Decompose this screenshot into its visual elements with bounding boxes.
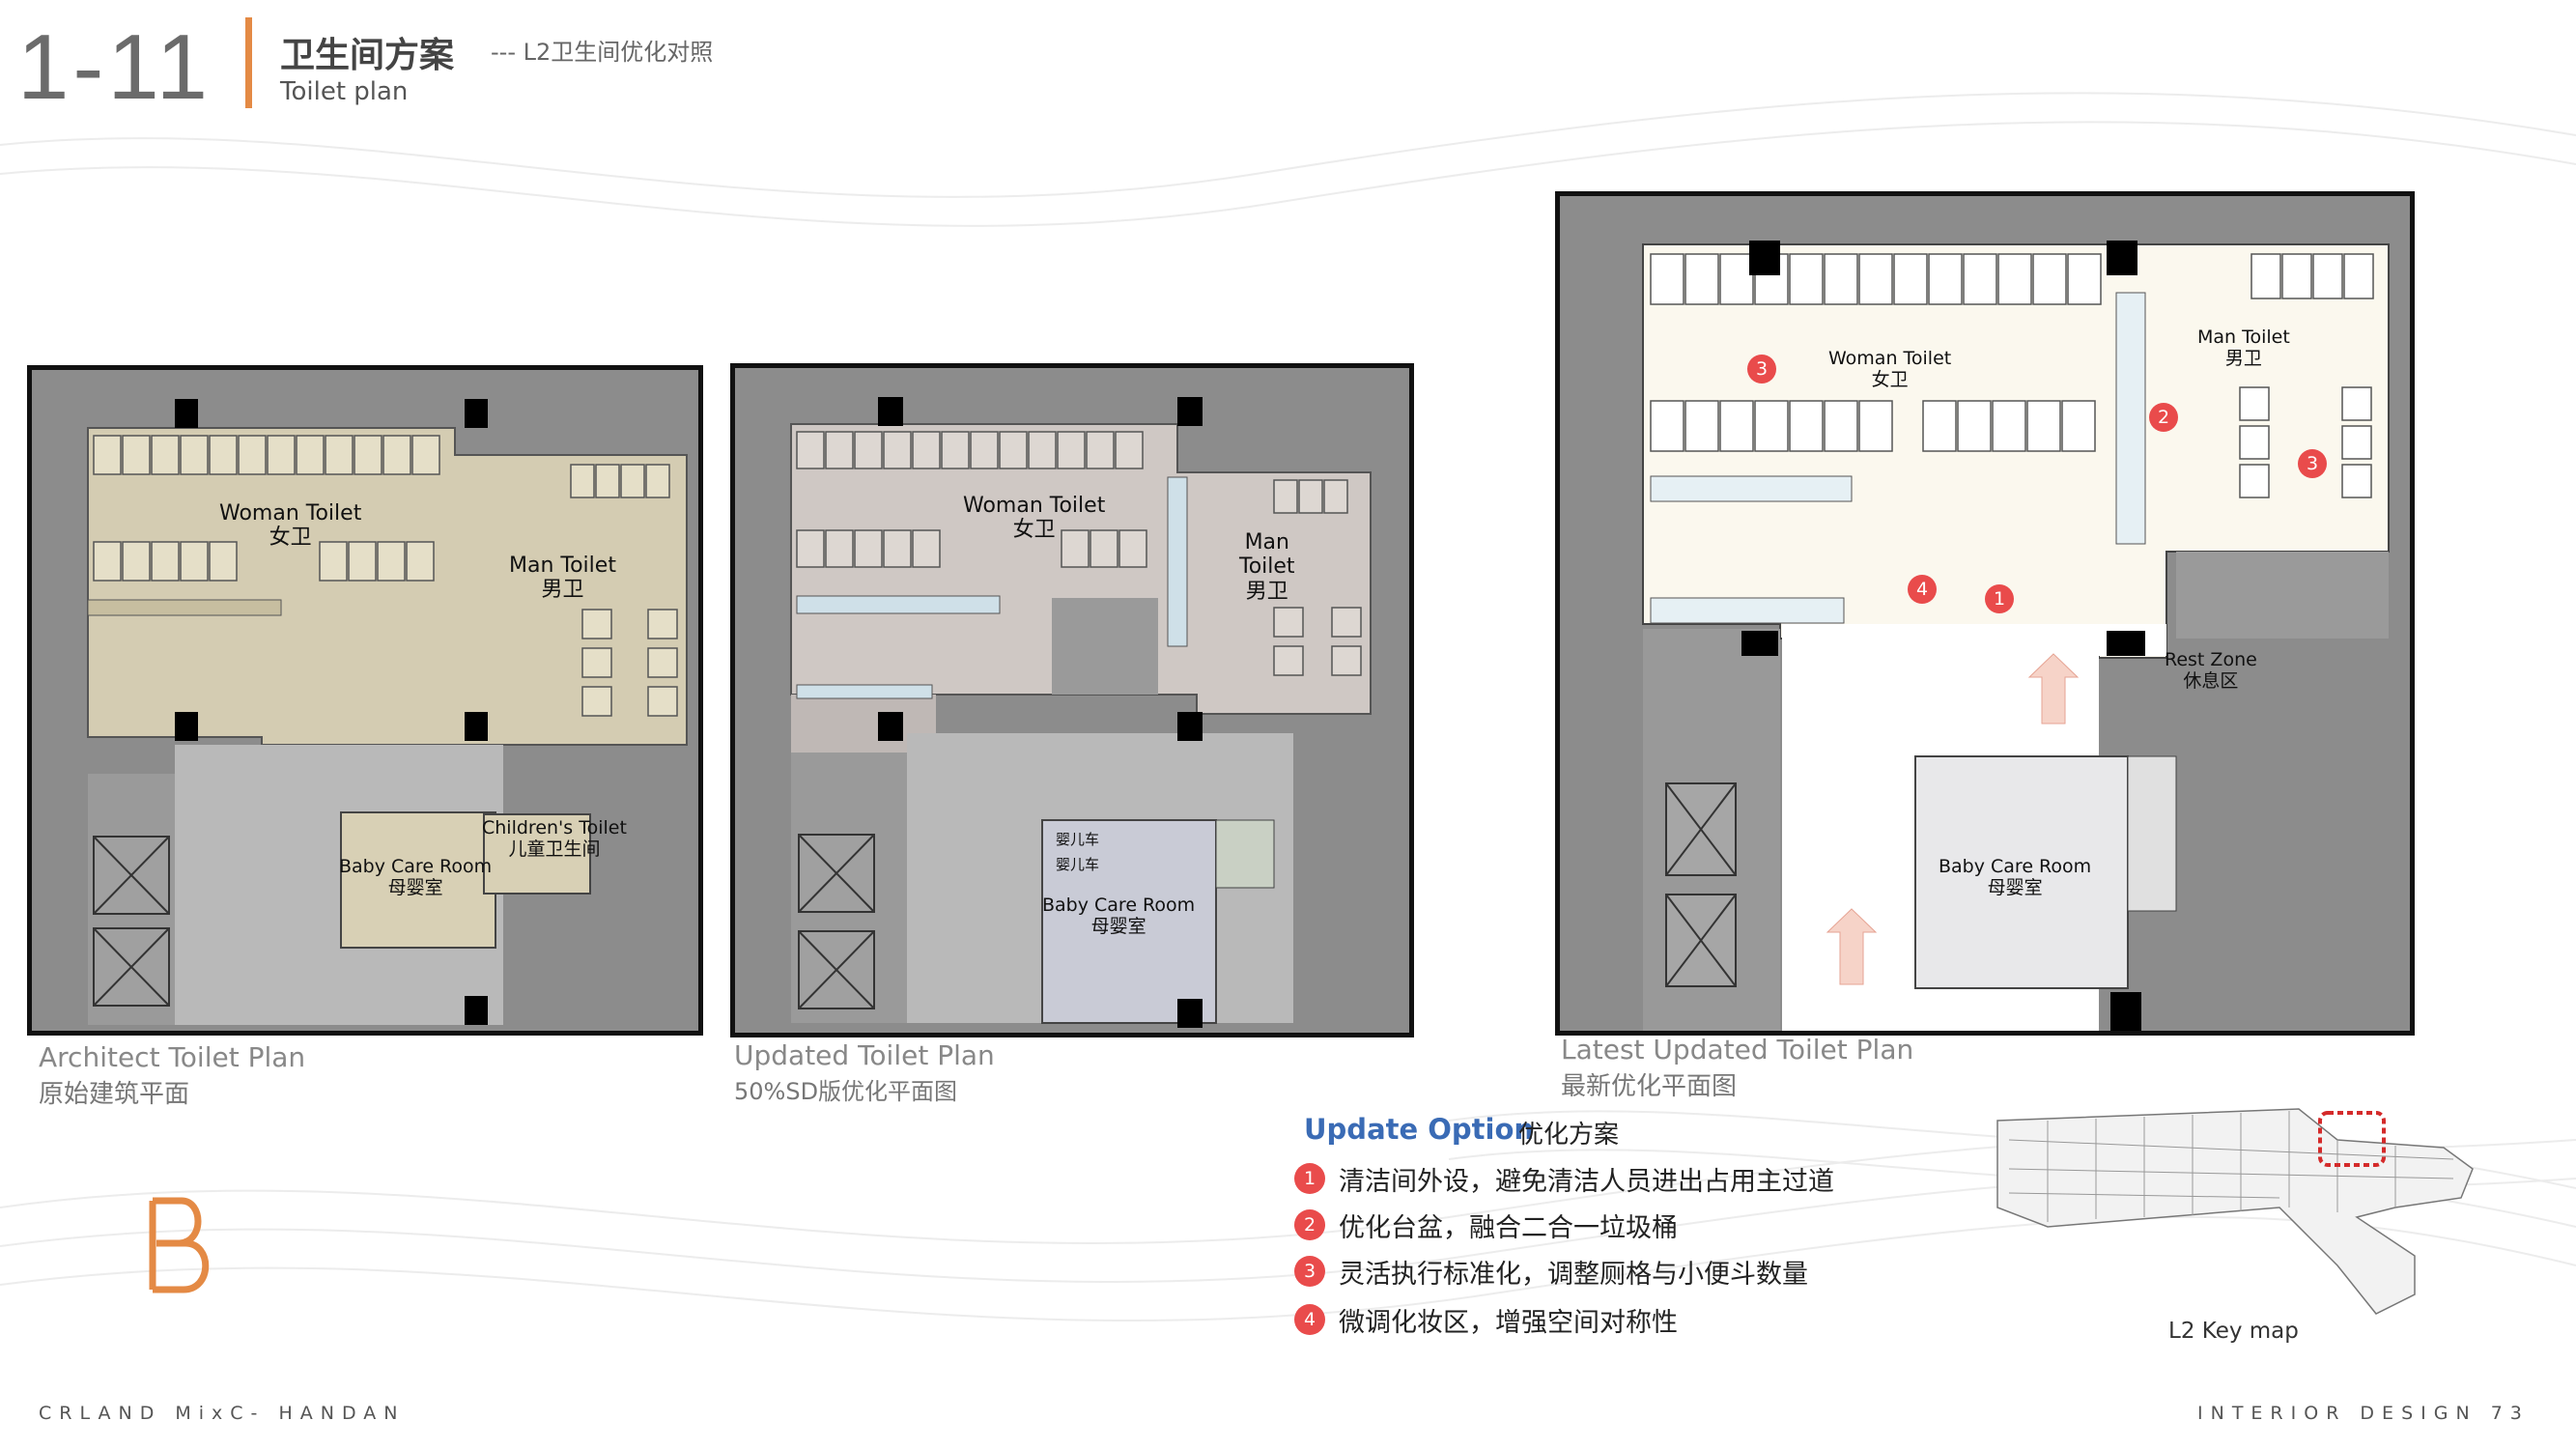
plan2-baby-cn: 母婴室 — [1090, 915, 1146, 937]
plan1-children-cn: 儿童卫生间 — [508, 838, 601, 860]
plan2-caption-cn: 50%SD版优化平面图 — [734, 1078, 958, 1105]
update-option-title-cn: 优化方案 — [1518, 1121, 1620, 1150]
plan2-baby-en: Baby Care Room — [1042, 895, 1196, 916]
plan2-man-en2: Toilet — [1239, 554, 1295, 580]
footer-page-info: INTERIOR DESIGN 73 — [2197, 1403, 2530, 1424]
plan-1-drawing — [30, 368, 700, 1033]
plan3-rest-en: Rest Zone — [2165, 649, 2257, 670]
option-item-4: 4 微调化妆区，增强空间对称性 — [1294, 1302, 1678, 1338]
option-badge-3: 3 — [1294, 1256, 1325, 1287]
plan1-children-en: Children's Toilet — [482, 817, 627, 838]
plan1-woman-cn: 女卫 — [269, 526, 312, 551]
option-text-4: 微调化妆区，增强空间对称性 — [1339, 1307, 1678, 1338]
plan3-woman-cn: 女卫 — [1871, 368, 1909, 390]
brand-logo-b — [149, 1197, 210, 1293]
plan2-man-en: Man — [1244, 530, 1289, 554]
plan3-badge-1: 1 — [1985, 584, 2014, 613]
plan3-caption-en: Latest Updated Toilet Plan — [1561, 1034, 1914, 1065]
page-title-en: Toilet plan — [280, 77, 409, 106]
option-item-1: 1 清洁间外设，避免清洁人员进出占用主过道 — [1294, 1161, 1834, 1197]
key-map-label: L2 Key map — [2168, 1319, 2299, 1344]
footer-brand: CRLAND MixC- HANDAN — [39, 1403, 406, 1424]
page-subtitle: --- L2卫生间优化对照 — [491, 39, 714, 66]
plan3-caption-cn: 最新优化平面图 — [1561, 1072, 1738, 1101]
plan3-baby-en: Baby Care Room — [1939, 856, 2092, 877]
plan-2-drawing — [733, 366, 1411, 1035]
option-text-1: 清洁间外设，避免清洁人员进出占用主过道 — [1339, 1166, 1834, 1197]
plan3-baby-cn: 母婴室 — [1987, 876, 2043, 898]
plan3-badge-3-man: 3 — [2298, 449, 2327, 478]
plan1-baby-en: Baby Care Room — [339, 856, 493, 877]
plan3-badge-2: 2 — [2149, 403, 2178, 432]
plan3-badge-4: 4 — [1908, 575, 1937, 604]
plan3-badge-3-woman: 3 — [1747, 355, 1776, 384]
update-option-title: Update Option — [1304, 1113, 1535, 1146]
page-title: 卫生间方案 — [280, 36, 455, 75]
option-badge-1: 1 — [1294, 1163, 1325, 1194]
key-map-highlight — [2318, 1111, 2386, 1167]
l2-key-map — [1996, 1108, 2474, 1315]
plan3-woman-en: Woman Toilet — [1828, 348, 1952, 369]
option-text-3: 灵活执行标准化，调整厕格与小便斗数量 — [1339, 1259, 1808, 1290]
option-badge-4: 4 — [1294, 1304, 1325, 1335]
plan2-stroller-2: 婴儿车 — [1056, 856, 1100, 873]
plan3-man-cn: 男卫 — [2224, 347, 2262, 369]
plan1-caption-en: Architect Toilet Plan — [39, 1041, 306, 1073]
plan1-man-en: Man Toilet — [509, 554, 616, 578]
option-text-2: 优化台盆，融合二合一垃圾桶 — [1339, 1212, 1678, 1243]
option-item-2: 2 优化台盆，融合二合一垃圾桶 — [1294, 1208, 1678, 1243]
page-number: 1-11 — [17, 15, 212, 119]
plan2-caption-en: Updated Toilet Plan — [734, 1039, 995, 1071]
plan3-man-en: Man Toilet — [2197, 327, 2290, 348]
plan1-man-cn: 男卫 — [541, 578, 584, 603]
plan2-woman-en: Woman Toilet — [963, 494, 1106, 518]
plan1-woman-en: Woman Toilet — [219, 501, 362, 526]
option-badge-2: 2 — [1294, 1209, 1325, 1240]
plan2-woman-cn: 女卫 — [1012, 518, 1056, 543]
plan1-baby-cn: 母婴室 — [387, 876, 443, 898]
plan-3-drawing — [1558, 194, 2412, 1033]
plan2-man-cn: 男卫 — [1245, 579, 1288, 604]
option-item-3: 3 灵活执行标准化，调整厕格与小便斗数量 — [1294, 1254, 1808, 1290]
plan3-rest-cn: 休息区 — [2183, 669, 2239, 692]
header-accent-bar — [245, 17, 252, 108]
plan1-caption-cn: 原始建筑平面 — [39, 1080, 190, 1109]
plan2-stroller-1: 婴儿车 — [1056, 831, 1100, 848]
